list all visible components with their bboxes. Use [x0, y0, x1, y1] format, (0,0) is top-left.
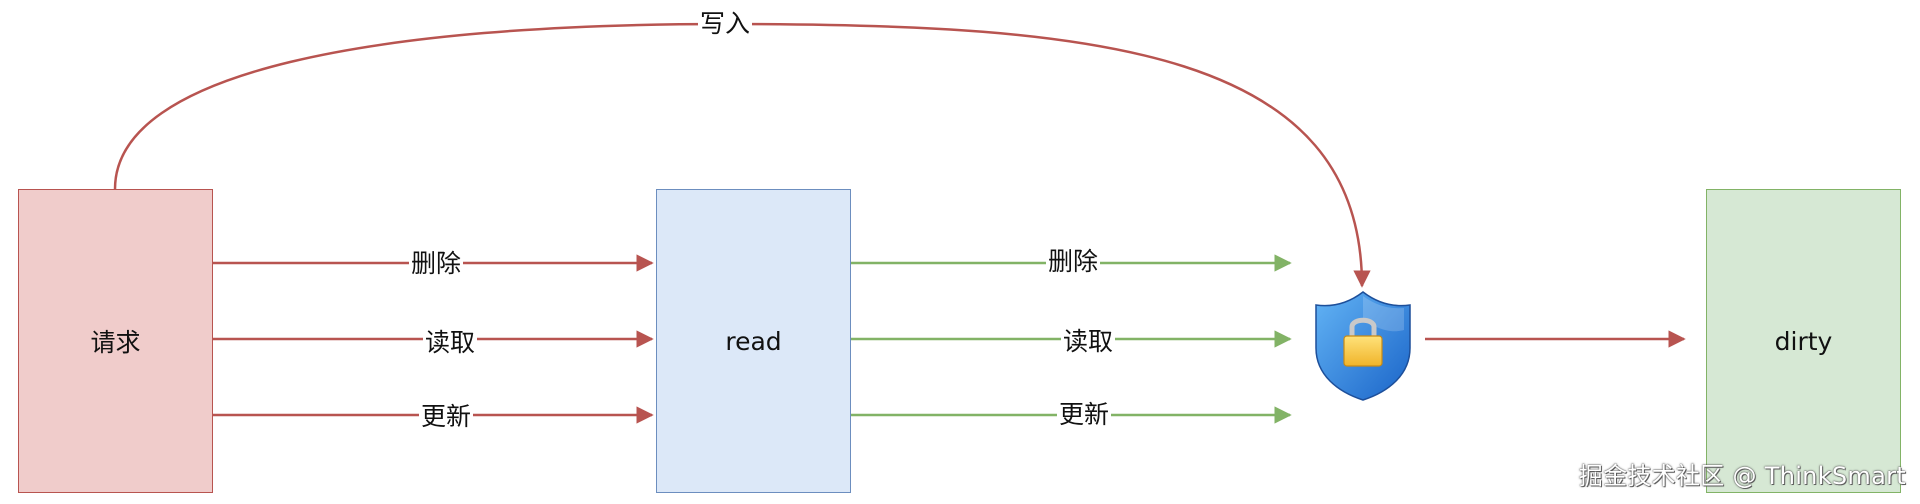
read-map-node: read [656, 189, 851, 493]
edge-label-delete: 删除 [408, 249, 464, 279]
shield-lock-icon [1315, 291, 1411, 401]
dirty-label: dirty [1774, 326, 1833, 356]
read-label: read [725, 326, 782, 356]
request-node: 请求 [18, 189, 213, 493]
edge-label-read: 读取 [1060, 327, 1116, 357]
dirty-map-node: dirty [1706, 189, 1901, 493]
watermark: 掘金技术社区 @ ThinkSmart [1578, 462, 1906, 490]
edge-label-update: 更新 [1056, 400, 1112, 430]
edge-label-read: 读取 [422, 328, 478, 358]
request-label: 请求 [90, 328, 141, 357]
write-edge-label: 写入 [697, 9, 753, 39]
edge-label-delete: 删除 [1045, 247, 1101, 277]
edge-label-update: 更新 [418, 402, 474, 432]
